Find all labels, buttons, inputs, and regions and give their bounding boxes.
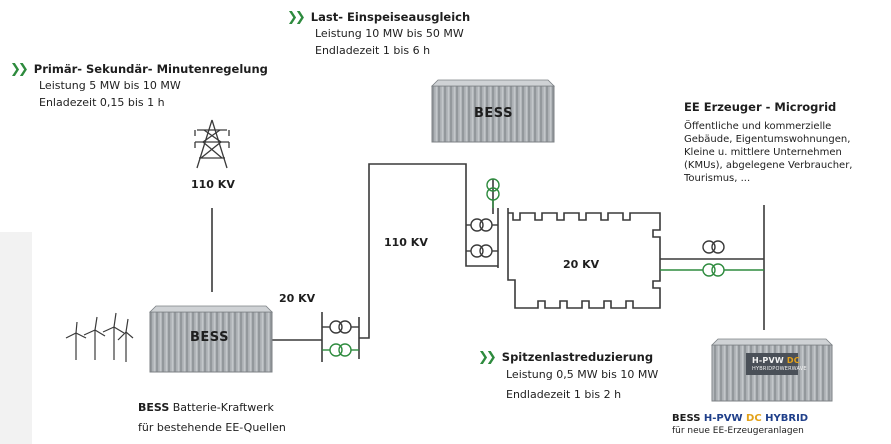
caption-hybrid-line2: für neue EE-Erzeugeranlagen: [672, 426, 804, 436]
ring-grid: [507, 212, 661, 309]
block-microgrid-line: Kleine u. mittlere Unternehmen: [684, 147, 842, 158]
block-spitzen-title: Spitzenlastreduzierung: [501, 350, 654, 364]
container-hybrid-dc: DC: [786, 356, 800, 365]
double-chevron-icon: ❯❯: [287, 10, 306, 25]
transformer-icon: [322, 343, 359, 357]
hv-loop-line: [359, 163, 498, 339]
block-spitzen-line2: Endladezeit 1 bis 2 h: [506, 388, 622, 401]
block-ausgleich-title: Last- Einspeiseausgleich: [310, 10, 471, 24]
transformer-icon: [660, 263, 764, 277]
block-ausgleich-line1: Leistung 10 MW bis 50 MW: [315, 27, 464, 40]
container-hybrid-sublabel: HYBRIDPOWERWAVE: [752, 366, 807, 372]
container-bess-label: BESS: [190, 330, 229, 345]
transformer-icons: [322, 178, 764, 357]
block-spitzen-line1: Leistung 0,5 MW bis 10 MW: [506, 368, 659, 381]
block-spitzen-title-row: ❯❯ Spitzenlastreduzierung: [478, 350, 658, 365]
block-regelung-line1: Leistung 5 MW bis 10 MW: [39, 79, 181, 92]
caption-kraftwerk-line2: für bestehende EE-Quellen: [138, 421, 286, 434]
block-microgrid: EE Erzeuger - Microgrid Öffentliche und …: [684, 100, 852, 185]
caption-hybrid-end: HYBRID: [765, 413, 809, 424]
double-chevron-icon: ❯❯: [10, 62, 29, 77]
block-ausgleich-title-row: ❯❯ Last- Einspeiseausgleich: [287, 10, 470, 25]
caption-kraftwerk-bold: BESS: [138, 401, 170, 414]
transformer-icon: [466, 244, 498, 258]
block-regelung-title: Primär- Sekundär- Minutenregelung: [33, 62, 268, 76]
voltage-label-grid: 20 KV: [563, 258, 600, 271]
voltage-label-left-bus: 20 KV: [279, 292, 316, 305]
transformer-icon: [486, 178, 500, 208]
transformer-icon: [466, 218, 498, 232]
block-microgrid-line: Tourismus, ...: [684, 173, 751, 184]
caption-hybrid: BESS H-PVW DC HYBRID für neue EE-Erzeuge…: [672, 413, 808, 437]
wind-turbine-icon: [117, 318, 134, 362]
block-microgrid-line: Öffentliche und kommerzielle: [684, 121, 832, 132]
block-ausgleich: ❯❯ Last- Einspeiseausgleich Leistung 10 M…: [287, 10, 470, 59]
transformer-icon: [702, 240, 725, 254]
container-hybrid-label-text: H-PVW: [752, 356, 784, 365]
bess-container-hybrid: [711, 338, 833, 402]
block-regelung: ❯❯ Primär- Sekundär- Minutenregelung Leis…: [10, 62, 268, 111]
container-bess-label: BESS: [474, 106, 513, 121]
double-chevron-icon: ❯❯: [478, 350, 497, 365]
voltage-label-mid-bus: 110 KV: [384, 236, 428, 249]
container-hybrid-label: H-PVW DC: [752, 356, 800, 365]
caption-hybrid-line1: BESS H-PVW DC HYBRID: [672, 413, 808, 425]
wind-turbine-icons: [65, 312, 134, 362]
block-ausgleich-line2: Endladezeit 1 bis 6 h: [315, 44, 431, 57]
power-tower-icon: [194, 119, 230, 169]
bess-container-left: [149, 305, 273, 373]
wind-turbine-icon: [65, 321, 87, 360]
caption-kraftwerk: BESS Batterie-Kraftwerk für bestehende E…: [138, 398, 286, 438]
block-microgrid-line: (KMUs), abgelegene Verbraucher,: [684, 160, 853, 171]
caption-kraftwerk-rest: Batterie-Kraftwerk: [172, 401, 274, 414]
block-microgrid-title: EE Erzeuger - Microgrid: [684, 100, 837, 114]
caption-kraftwerk-line1: BESS Batterie-Kraftwerk: [138, 398, 286, 418]
caption-hybrid-dc: DC: [746, 413, 762, 424]
transformer-icon: [322, 320, 359, 334]
bess-container-top: [431, 79, 555, 143]
caption-hybrid-mid: H-PVW: [703, 413, 743, 424]
wind-turbine-icon: [102, 312, 125, 360]
caption-hybrid-bold: BESS: [672, 413, 701, 424]
block-regelung-title-row: ❯❯ Primär- Sekundär- Minutenregelung: [10, 62, 268, 77]
block-spitzen: ❯❯ Spitzenlastreduzierung Leistung 0,5 MW…: [478, 350, 658, 405]
voltage-label-tower: 110 KV: [191, 178, 235, 191]
block-microgrid-line: Gebäude, Eigentumswohnungen,: [684, 134, 851, 145]
block-regelung-line2: Enladezeit 0,15 bis 1 h: [39, 96, 165, 109]
wind-turbine-icon: [83, 316, 106, 360]
power-lines: [211, 163, 765, 362]
background-panel: [0, 232, 32, 444]
